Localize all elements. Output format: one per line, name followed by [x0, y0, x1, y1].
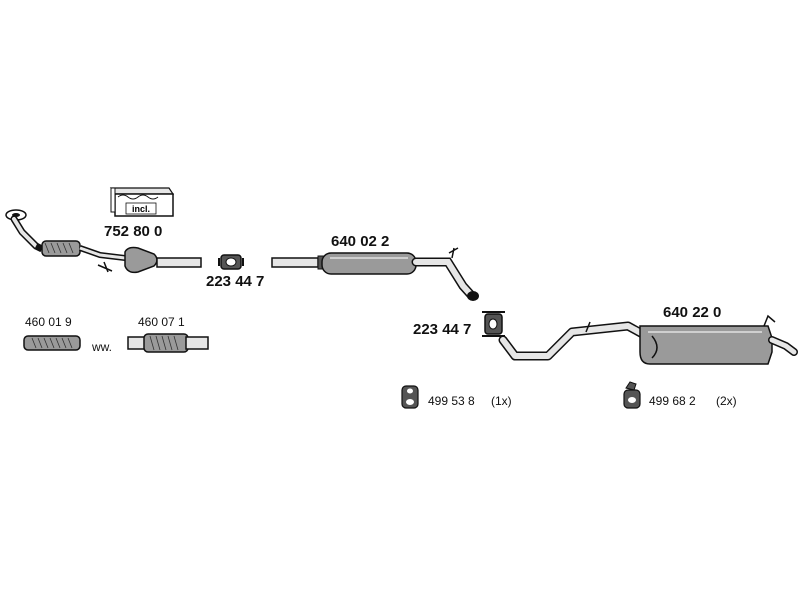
clamp-2-icon — [482, 311, 505, 337]
rear-silencer-label: 640 22 0 — [663, 304, 722, 321]
clamp-2-label: 223 44 7 — [413, 321, 472, 338]
hanger-2-qty: (2x) — [716, 394, 737, 408]
hanger-1-qty: (1x) — [491, 394, 512, 408]
kit-label: 752 80 0 — [104, 223, 163, 240]
hanger-2-icon — [623, 381, 641, 409]
front-pipe-icon — [5, 209, 202, 274]
hanger-1-icon — [401, 385, 419, 409]
middle-silencer-label: 640 02 2 — [331, 233, 390, 250]
clamp-1-label: 223 44 7 — [206, 273, 265, 290]
kit-incl-text: incl. — [132, 204, 150, 214]
hanger-1-label: 499 53 8 — [428, 394, 475, 408]
flex-separator-label: ww. — [92, 340, 113, 354]
flex-pipe-1-icon — [23, 335, 81, 351]
flex-pipe-1-label: 460 01 9 — [25, 315, 72, 329]
clamp-1-icon — [218, 254, 244, 270]
kit-box-icon: incl. — [109, 187, 175, 217]
middle-silencer-icon — [271, 247, 479, 301]
flex-pipe-2-label: 460 07 1 — [138, 315, 185, 329]
rear-silencer-icon — [498, 314, 798, 365]
flex-pipe-2-icon — [127, 333, 209, 353]
hanger-2-label: 499 68 2 — [649, 394, 696, 408]
